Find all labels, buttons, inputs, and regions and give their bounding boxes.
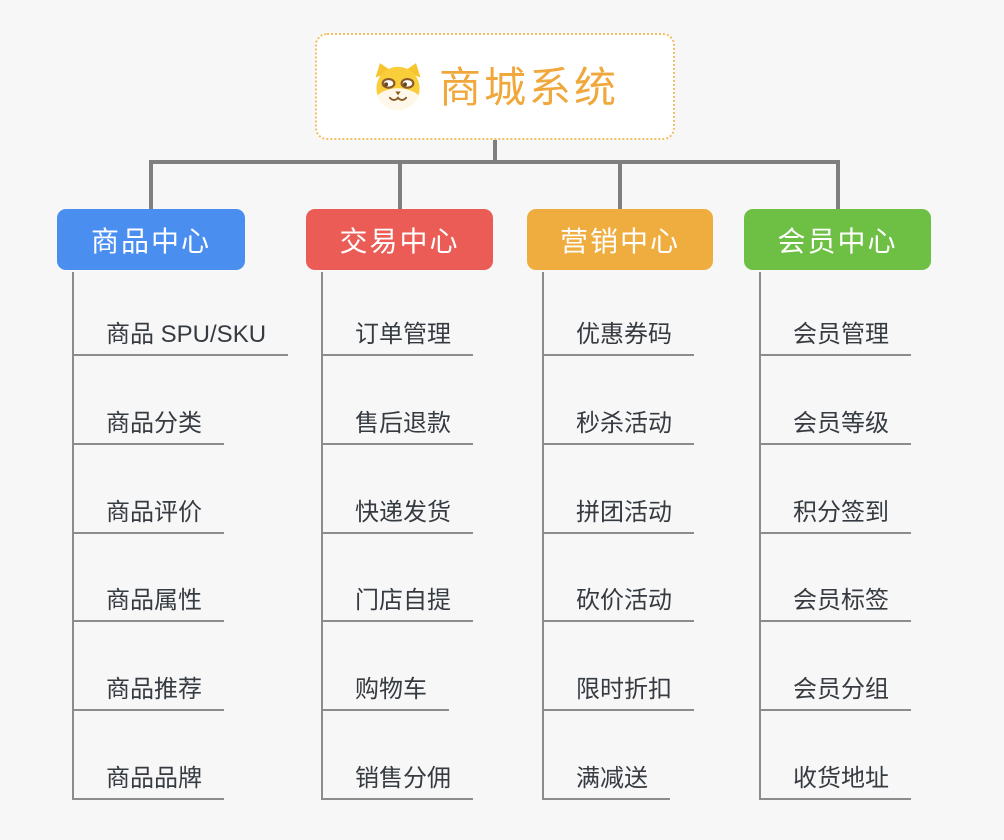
leaf-node[interactable]: 商品评价 (72, 488, 224, 534)
connector-drop (149, 160, 153, 210)
leaf-node[interactable]: 售后退款 (321, 399, 473, 445)
leaf-node[interactable]: 收货地址 (759, 754, 911, 800)
shiba-dog-icon (371, 62, 425, 111)
leaf-node[interactable]: 满减送 (542, 754, 670, 800)
branch-header[interactable]: 营销中心 (527, 209, 713, 270)
root-node[interactable]: 商城系统 (315, 33, 675, 140)
branch-trunk (542, 272, 544, 798)
leaf-node[interactable]: 商品品牌 (72, 754, 224, 800)
leaf-node[interactable]: 优惠券码 (542, 310, 694, 356)
leaf-node[interactable]: 购物车 (321, 665, 449, 711)
leaf-node[interactable]: 商品属性 (72, 576, 224, 622)
leaf-node[interactable]: 商品分类 (72, 399, 224, 445)
connector-drop (397, 160, 402, 210)
branch-trunk (72, 272, 74, 798)
leaf-node[interactable]: 会员管理 (759, 310, 911, 356)
leaf-node[interactable]: 砍价活动 (542, 576, 694, 622)
connector-bus (149, 160, 840, 164)
leaf-node[interactable]: 商品推荐 (72, 665, 224, 711)
leaf-node[interactable]: 会员分组 (759, 665, 911, 711)
branch-trunk (321, 272, 323, 798)
branch-header[interactable]: 会员中心 (744, 209, 931, 270)
leaf-node[interactable]: 销售分佣 (321, 754, 473, 800)
leaf-node[interactable]: 订单管理 (321, 310, 473, 356)
leaf-node[interactable]: 商品 SPU/SKU (72, 310, 289, 356)
leaf-node[interactable]: 快递发货 (321, 488, 473, 534)
leaf-node[interactable]: 门店自提 (321, 576, 473, 622)
root-label: 商城系统 (438, 63, 619, 111)
connector-drop (618, 160, 622, 210)
leaf-node[interactable]: 秒杀活动 (542, 399, 694, 445)
leaf-node[interactable]: 拼团活动 (542, 488, 694, 534)
branch-header[interactable]: 商品中心 (57, 209, 245, 270)
branch-trunk (759, 272, 761, 798)
leaf-node[interactable]: 会员等级 (759, 399, 911, 445)
branch-header[interactable]: 交易中心 (306, 209, 493, 270)
leaf-node[interactable]: 积分签到 (759, 488, 911, 534)
leaf-node[interactable]: 会员标签 (759, 576, 911, 622)
connector-drop (835, 160, 840, 210)
connector-root-stem (493, 138, 497, 164)
leaf-node[interactable]: 限时折扣 (542, 665, 694, 711)
